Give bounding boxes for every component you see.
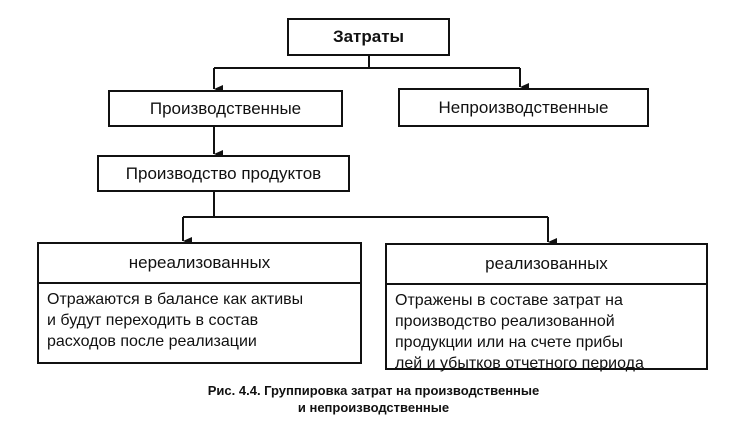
non-production-costs-box: Непроизводственные xyxy=(398,88,649,127)
costs-root-box: Затраты xyxy=(287,18,450,56)
unsold-description-line: расходов после реализации xyxy=(47,333,257,350)
production-costs-label: Производственные xyxy=(149,98,302,118)
sold-products-title: реализованных xyxy=(387,245,706,285)
sold-description-line: лей и убытков отчетного периода xyxy=(395,355,644,372)
products-manufacture-box: Производство продуктов xyxy=(97,155,350,192)
production-costs-box: Производственные xyxy=(108,90,343,127)
figure-caption: Рис. 4.4. Группировка затрат на производ… xyxy=(0,382,747,416)
figure-caption-line: и непроизводственные xyxy=(297,400,450,415)
sold-products-description: Отражены в составе затрат на производств… xyxy=(387,285,706,374)
unsold-products-box: нереализованных Отражаются в балансе как… xyxy=(37,242,362,364)
costs-root-label: Затраты xyxy=(332,27,405,46)
sold-description-line: Отражены в составе затрат на xyxy=(395,292,623,309)
non-production-costs-label: Непроизводственные xyxy=(438,97,609,117)
sold-description-line: продукции или на счете прибы xyxy=(395,334,623,351)
sold-description-line: производство реализованной xyxy=(395,313,615,330)
products-manufacture-label: Производство продуктов xyxy=(125,163,322,183)
unsold-products-title: нереализованных xyxy=(39,244,360,284)
figure-caption-line: Рис. 4.4. Группировка затрат на производ… xyxy=(207,383,540,398)
unsold-products-description: Отражаются в балансе как активы и будут … xyxy=(39,284,360,352)
unsold-description-line: и будут переходить в состав xyxy=(47,312,259,329)
sold-products-box: реализованных Отражены в составе затрат … xyxy=(385,243,708,372)
unsold-description-line: Отражаются в балансе как активы xyxy=(47,291,304,308)
